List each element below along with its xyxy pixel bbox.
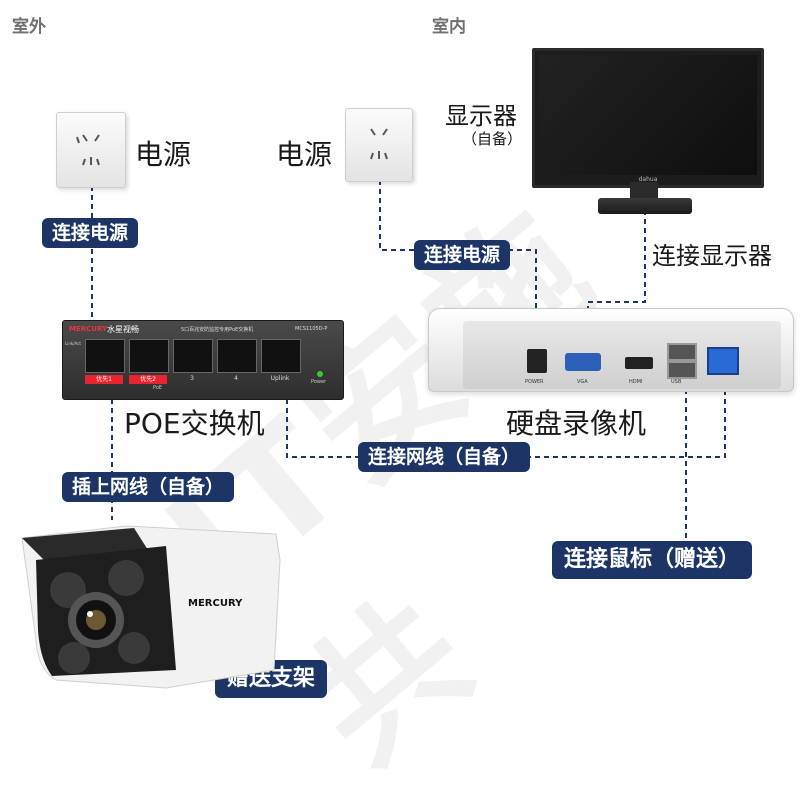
nvr-hdmi-port <box>625 357 653 369</box>
nvr-usb-label: USB <box>671 379 682 385</box>
power-label-left: 电源 <box>135 138 192 171</box>
badge-plug-network: 插上网线（自备） <box>62 472 235 502</box>
switch-port4-label: 4 <box>234 375 238 382</box>
switch-port-1 <box>85 339 125 373</box>
connect-monitor-label: 连接显示器 <box>652 242 772 270</box>
nvr-label: 硬盘录像机 <box>506 407 647 440</box>
power-socket-left <box>56 112 126 188</box>
switch-brand: MERCURY <box>69 325 108 333</box>
switch-port1-label: 优先1 <box>85 375 123 384</box>
badge-connect-power-left: 连接电源 <box>42 218 139 248</box>
switch-port-4 <box>217 339 257 373</box>
nvr-vga-port <box>565 353 601 371</box>
switch-port-2 <box>129 339 169 373</box>
nvr-vga-label: VGA <box>577 379 588 385</box>
switch-port3-label: 3 <box>190 375 194 382</box>
badge-connect-mouse: 连接鼠标（赠送） <box>552 541 753 579</box>
monitor-screen: dahua <box>532 48 764 188</box>
switch-port-uplink <box>261 339 301 373</box>
camera-brand: MERCURY <box>188 598 243 609</box>
power-socket-right <box>345 108 413 182</box>
nvr-usb-port-1 <box>667 343 697 361</box>
switch-power-label: Power <box>311 379 327 385</box>
switch-port-3 <box>173 339 213 373</box>
zone-indoor: 室内 <box>432 17 466 37</box>
badge-connect-power-right: 连接电源 <box>414 240 511 270</box>
switch-port2-label: 优先2 <box>129 375 167 384</box>
monitor-stand <box>598 198 692 214</box>
poe-switch-label: POE交换机 <box>124 407 265 440</box>
nvr-usb-port-2 <box>667 361 697 379</box>
power-label-right: 电源 <box>276 138 333 171</box>
nvr-body: POWER VGA HDMI USB <box>428 308 794 392</box>
switch-linkact: Link/Act <box>65 341 81 346</box>
monitor-sublabel: （自备） <box>462 130 523 148</box>
badge-connect-network: 连接网线（自备） <box>358 442 531 472</box>
switch-poe-label: PoE <box>153 385 163 391</box>
bullet-camera: MERCURY <box>16 520 284 690</box>
nvr-lan-port <box>707 347 739 375</box>
switch-model: MCS1105D-P <box>295 326 328 332</box>
nvr-power-label: POWER <box>525 379 544 385</box>
monitor-label: 显示器 <box>445 102 517 130</box>
monitor-brand: dahua <box>638 176 658 183</box>
switch-desc: 5口百兆安防监控专用PoE交换机 <box>181 327 254 333</box>
nvr-hdmi-label: HDMI <box>629 379 643 385</box>
switch-power-led <box>317 371 323 377</box>
poe-switch: MERCURY 水星视畅 5口百兆安防监控专用PoE交换机 MCS1105D-P… <box>62 320 344 400</box>
switch-uplink-label: Uplink <box>270 375 290 382</box>
switch-brand-cn: 水星视畅 <box>107 325 139 334</box>
zone-outdoor: 室外 <box>12 17 46 37</box>
nvr-power-port <box>527 349 547 373</box>
monitor-neck <box>630 182 658 200</box>
